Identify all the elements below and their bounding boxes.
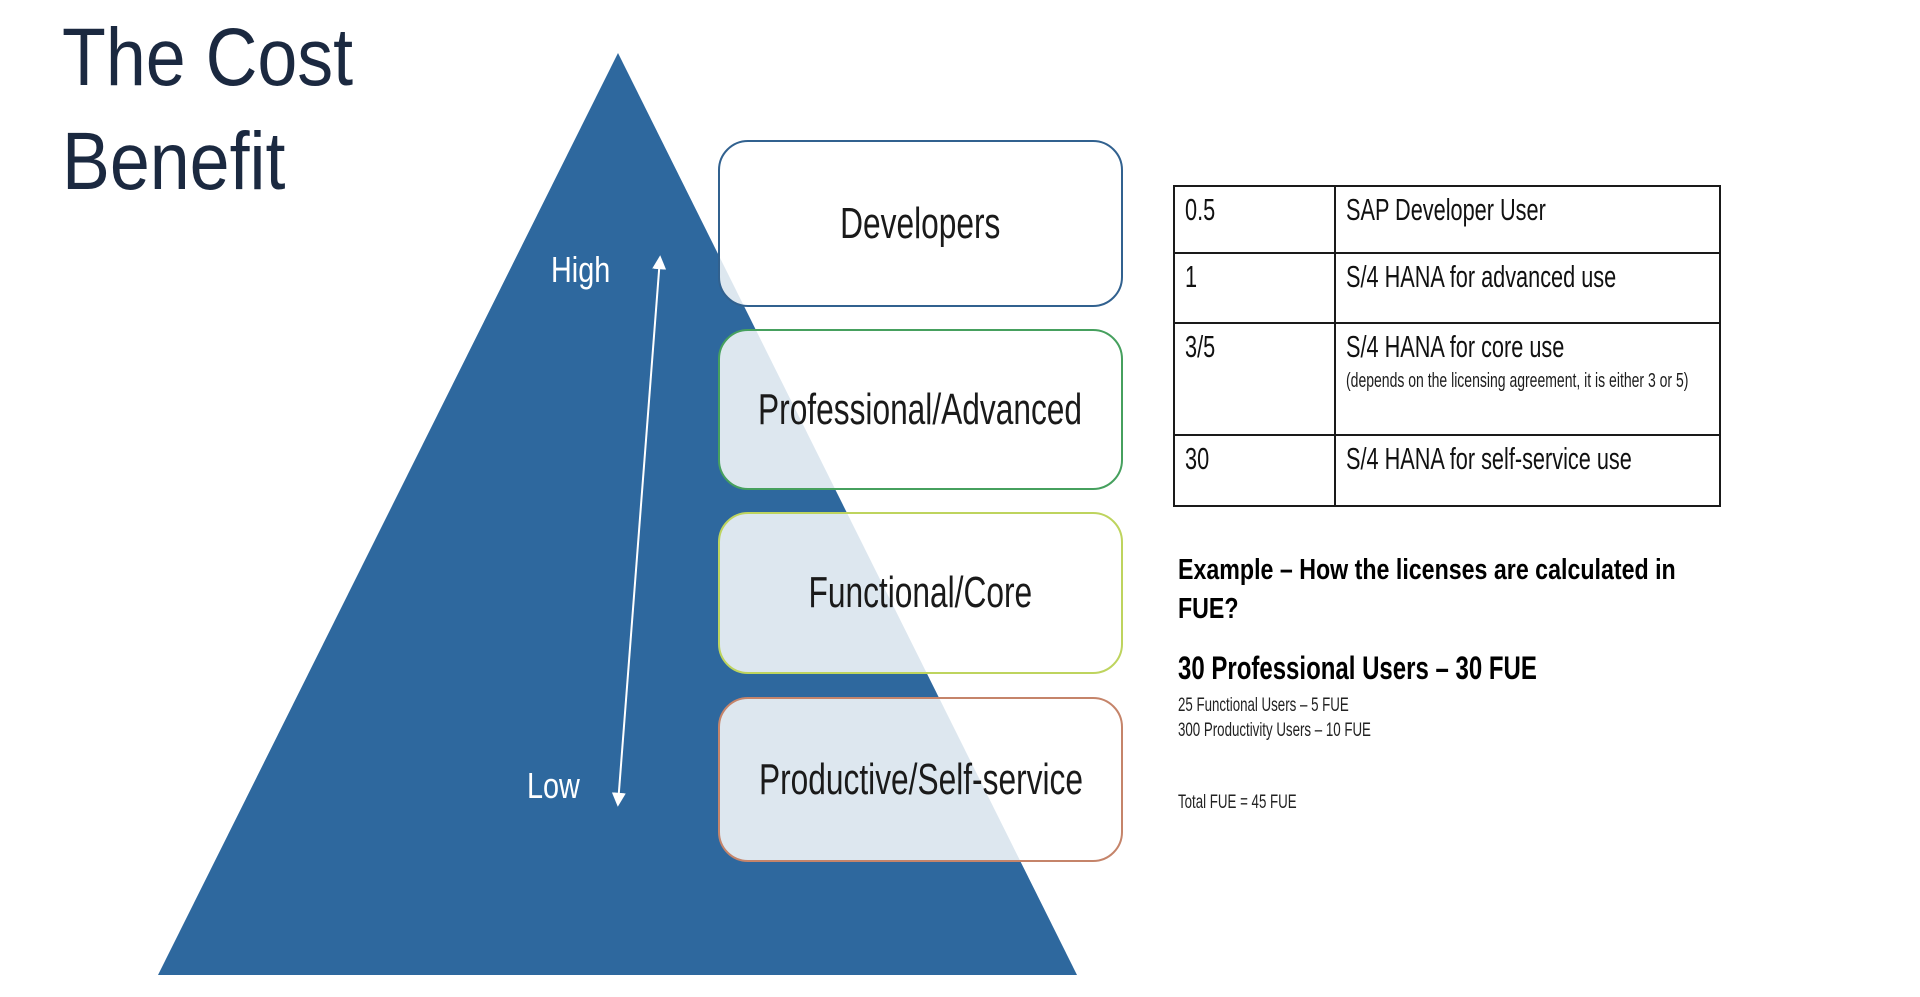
pyramid-level-professional-advanced: Professional/Advanced — [718, 329, 1123, 490]
page-title: The Cost Benefit — [62, 6, 412, 214]
table-cell-description: SAP Developer User — [1334, 185, 1721, 254]
example-professional-line: 30 Professional Users – 30 FUE — [1178, 650, 1537, 686]
table-cell-value: 0.5 — [1173, 185, 1336, 254]
table-row: 1 S/4 HANA for advanced use — [1173, 252, 1721, 324]
table-row: 30 S/4 HANA for self-service use — [1173, 434, 1721, 507]
table-cell-value: 1 — [1173, 252, 1336, 324]
example-heading: Example – How the licenses are calculate… — [1178, 554, 1676, 625]
pyramid-level-label: Functional/Core — [808, 568, 1033, 617]
table-cell-description: S/4 HANA for self-service use — [1334, 434, 1721, 507]
example-productivity-line: 300 Productivity Users – 10 FUE — [1178, 720, 1371, 741]
fue-ratio-table: 0.5 SAP Developer User 1 S/4 HANA for ad… — [1173, 185, 1721, 507]
axis-high-label: High — [551, 249, 611, 290]
cost-axis-arrow — [611, 255, 667, 807]
example-functional-line: 25 Functional Users – 5 FUE — [1178, 695, 1349, 716]
example-total-line: Total FUE = 45 FUE — [1178, 792, 1297, 813]
table-cell-description: S/4 HANA for advanced use — [1334, 252, 1721, 324]
pyramid-level-label: Developers — [840, 198, 1001, 248]
table-cell-value: 30 — [1173, 434, 1336, 507]
table-cell-note: (depends on the licensing agreement, it … — [1346, 369, 1689, 392]
table-cell-description: S/4 HANA for core use (depends on the li… — [1334, 322, 1721, 436]
page-title-text: The Cost Benefit — [62, 12, 354, 208]
pyramid-level-productive-self-service: Productive/Self-service — [718, 697, 1123, 862]
pyramid-level-developers: Developers — [718, 140, 1123, 307]
pyramid-level-label: Productive/Self-service — [758, 754, 1083, 804]
table-cell-value: 3/5 — [1173, 322, 1336, 436]
table-row: 0.5 SAP Developer User — [1173, 185, 1721, 254]
pyramid-level-functional-core: Functional/Core — [718, 512, 1123, 674]
axis-low-label: Low — [527, 765, 580, 806]
pyramid-level-label: Professional/Advanced — [758, 384, 1083, 434]
table-row: 3/5 S/4 HANA for core use (depends on th… — [1173, 322, 1721, 436]
